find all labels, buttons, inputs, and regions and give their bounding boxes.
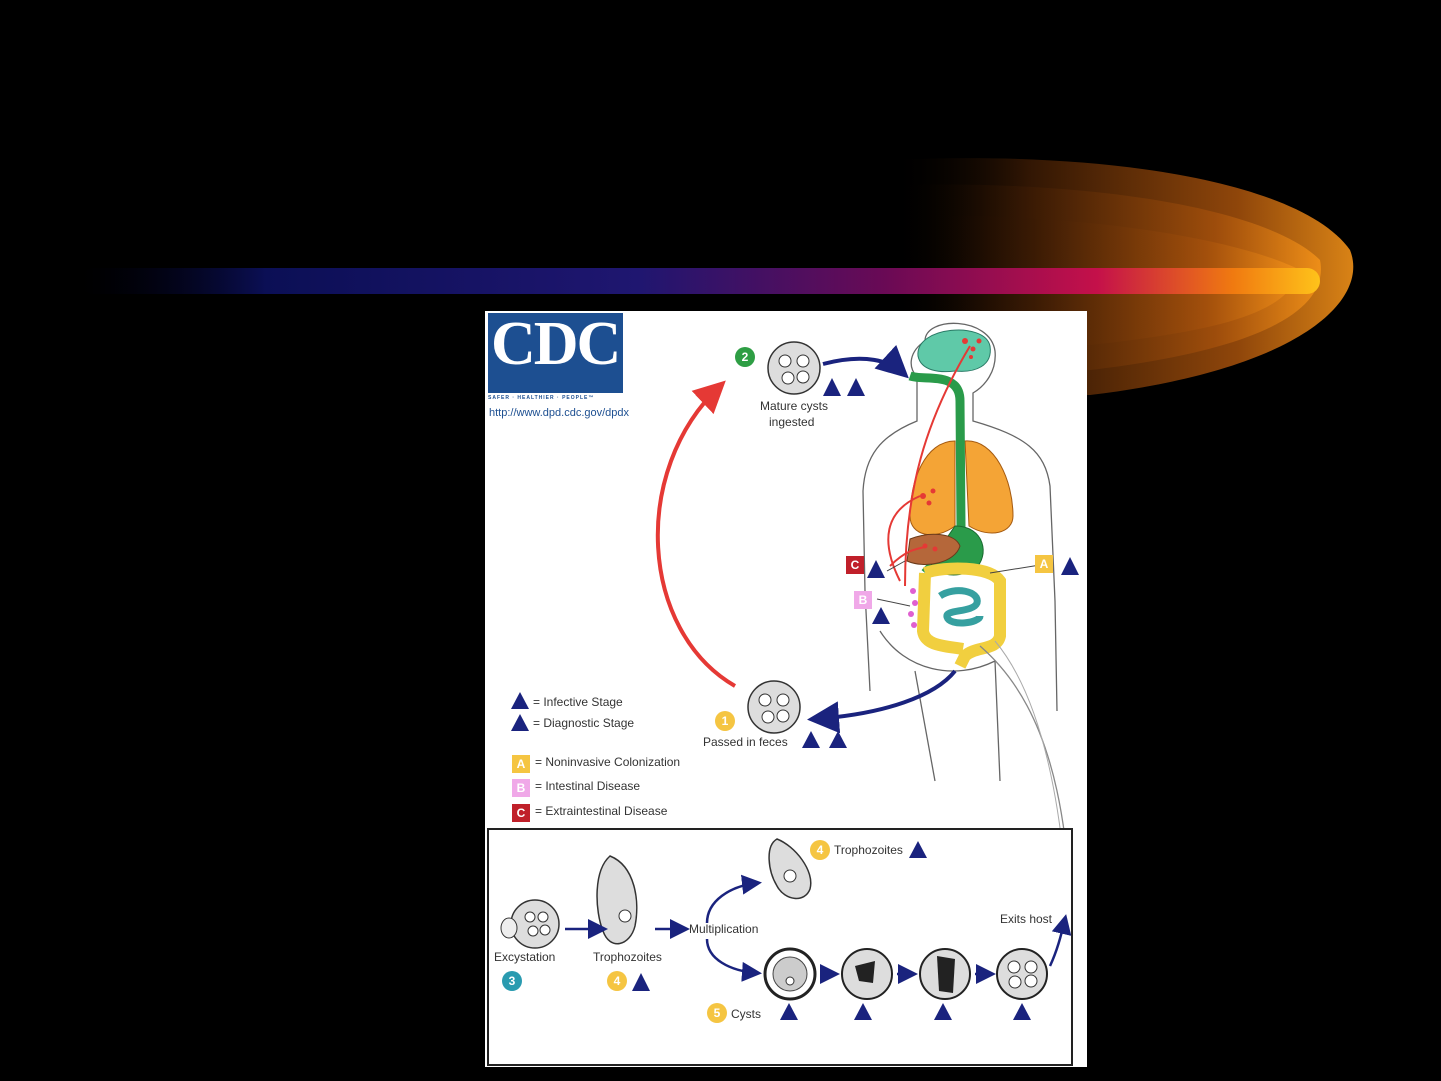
stage-markers-top [823, 378, 865, 396]
legend-diagnostic: = Diagnostic Stage [533, 716, 635, 730]
small-intestine [938, 587, 984, 627]
trophozoite-dots [920, 338, 982, 552]
brain [917, 329, 991, 373]
stage-markers-organs [867, 557, 1079, 624]
legend-extraintestinal: = Extraintestinal Disease [535, 804, 668, 818]
label-ingested: ingested [769, 415, 815, 429]
lungs [909, 440, 1014, 536]
mature-cyst-top [767, 341, 821, 395]
cdc-logo-text: CDC [491, 313, 621, 378]
cyst-maturation-3 [919, 948, 971, 1000]
label-multiplication: Multiplication [689, 922, 759, 936]
cyst-maturation-2 [841, 948, 893, 1000]
excystation-cyst [500, 899, 560, 949]
label-trophozoites-lower: Trophozoites [593, 950, 662, 964]
stage-number-4-lower: 4 [607, 971, 627, 991]
stage-markers-passed [802, 731, 847, 748]
inset-panel [487, 828, 1073, 1066]
cdc-tagline: SAFER · HEALTHIER · PEOPLE™ [488, 395, 595, 401]
passed-cyst [747, 680, 801, 734]
human-body [862, 322, 1058, 782]
large-intestine [916, 562, 1006, 669]
badge-b-intestinal: B [854, 591, 872, 609]
intestinal-lesion-dots [908, 588, 918, 628]
life-cycle-figure: CDC SAFER · HEALTHIER · PEOPLE™ http://w… [485, 311, 1087, 1067]
legend-noninvasive: = Noninvasive Colonization [535, 755, 681, 769]
label-passed-in-feces: Passed in feces [703, 735, 788, 749]
legend-infective: = Infective Stage [533, 695, 623, 709]
legend-intestinal: = Intestinal Disease [535, 779, 641, 793]
transmission-arrow [655, 380, 737, 688]
legend-badge-c: C [512, 804, 530, 822]
badge-c-extraintestinal: C [846, 556, 864, 574]
inset-stage-markers [632, 841, 1031, 1020]
color-streak [80, 268, 1320, 294]
trophozoite-top [768, 838, 812, 900]
label-excystation: Excystation [494, 950, 556, 964]
cyst-maturation-1 [763, 947, 817, 1001]
cyst-maturation-4 [996, 948, 1048, 1000]
dissemination-paths [887, 345, 971, 587]
legend-badge-b: B [512, 779, 530, 797]
stage-number-3: 3 [502, 971, 522, 991]
legend-triangles [511, 692, 529, 731]
label-cysts: Cysts [731, 1007, 761, 1021]
stage-number-1: 1 [715, 711, 735, 731]
diagram-drawing [487, 322, 1079, 1066]
badge-a-noninvasive: A [1035, 555, 1053, 573]
stage-number-2: 2 [735, 347, 755, 367]
label-mature-cysts: Mature cysts [760, 399, 829, 413]
label-trophozoites-upper: Trophozoites [834, 843, 903, 857]
stage-number-5: 5 [707, 1003, 727, 1023]
inset-arrows [565, 874, 1072, 984]
cdc-url[interactable]: http://www.dpd.cdc.gov/dpdx [489, 407, 630, 419]
ingestion-arrow [822, 344, 909, 379]
excretion-arrow [807, 669, 957, 734]
legend-badge-a: A [512, 755, 530, 773]
label-exits-host: Exits host [1000, 912, 1053, 926]
cdc-logo: CDC [488, 313, 623, 393]
stage-number-4-upper: 4 [810, 840, 830, 860]
